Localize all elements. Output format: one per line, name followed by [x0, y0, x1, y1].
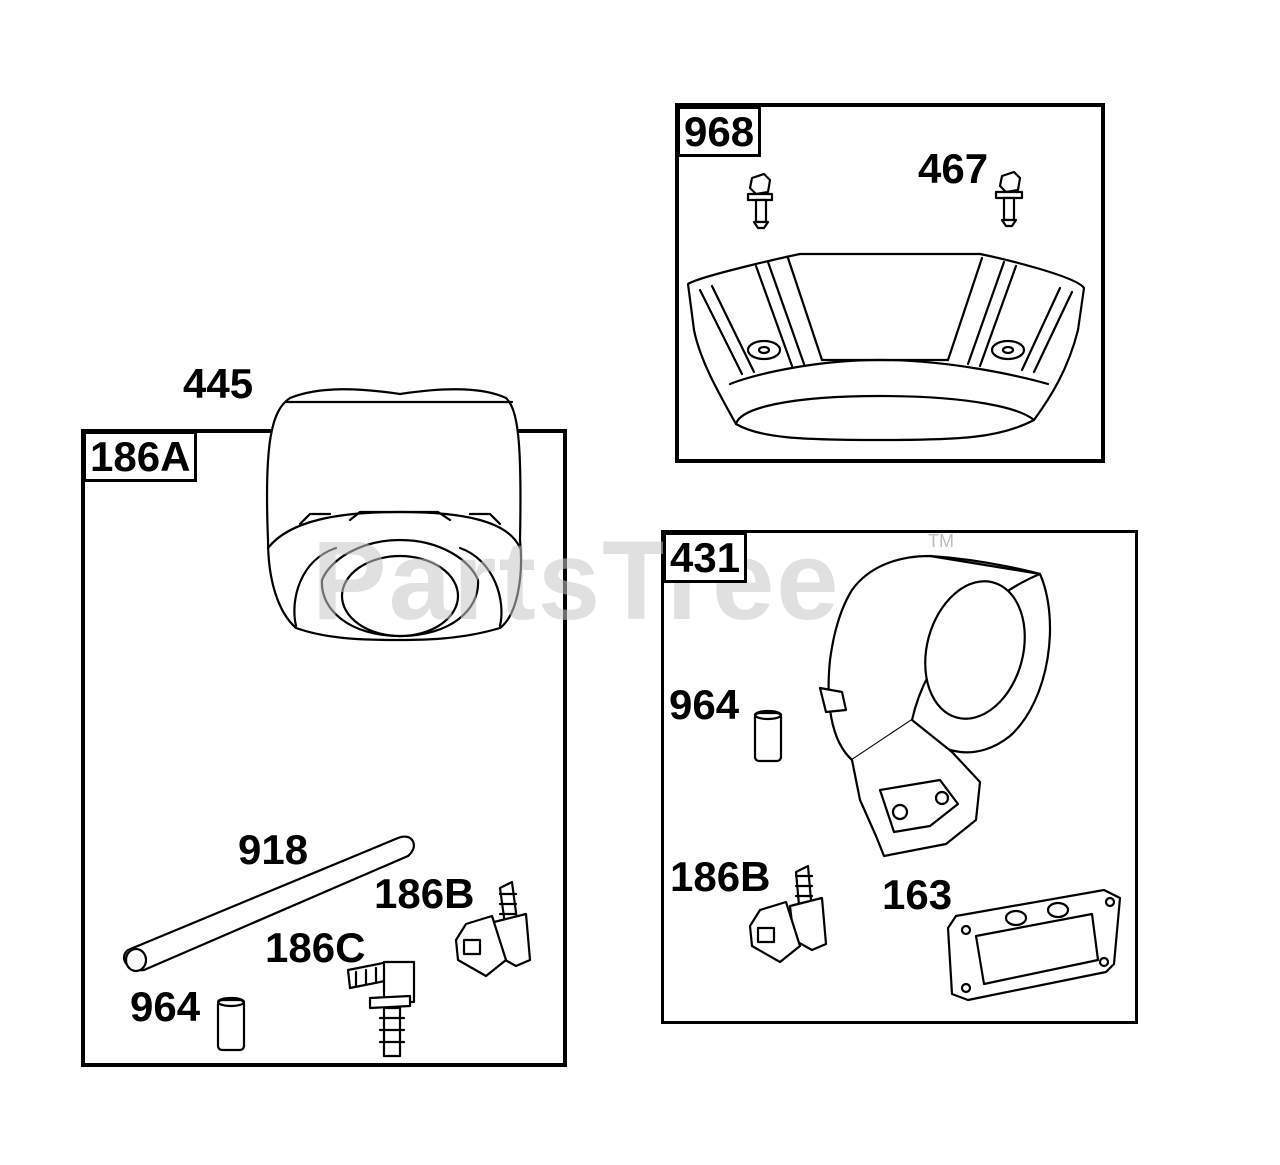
- callout-445: 445: [183, 360, 254, 407]
- screw-467-left[interactable]: [746, 172, 774, 230]
- air-cleaner-cover[interactable]: [686, 252, 1086, 442]
- callout-467: 467: [918, 145, 989, 192]
- air-cleaner-base[interactable]: [818, 554, 1052, 858]
- callout-964-left: 964: [130, 983, 201, 1030]
- screw-467-right[interactable]: [994, 170, 1024, 228]
- spacer-964-left[interactable]: [216, 996, 246, 1052]
- kit-431-label: 431: [663, 532, 748, 583]
- fitting-186b-left[interactable]: [454, 880, 532, 978]
- gasket-163[interactable]: [946, 888, 1122, 1002]
- callout-964-right: 964: [669, 681, 740, 728]
- kit-968-label: 968: [677, 106, 762, 157]
- hose-918[interactable]: [122, 835, 415, 973]
- callout-186b-left: 186B: [374, 870, 475, 917]
- spacer-964-right[interactable]: [753, 709, 783, 763]
- callout-186b-right: 186B: [670, 853, 771, 900]
- fitting-186c[interactable]: [346, 960, 416, 1058]
- air-filter-element[interactable]: [265, 388, 523, 642]
- kit-968-frame: [675, 103, 1105, 463]
- watermark: PartsTree: [312, 518, 841, 643]
- kit-431-frame: [661, 530, 1138, 1024]
- callout-918: 918: [238, 826, 309, 873]
- callout-186c: 186C: [265, 924, 366, 971]
- fitting-186b-right[interactable]: [748, 864, 828, 964]
- kit-186a-label: 186A: [83, 431, 198, 482]
- callout-163: 163: [882, 871, 953, 918]
- trademark-mark: TM: [928, 531, 954, 551]
